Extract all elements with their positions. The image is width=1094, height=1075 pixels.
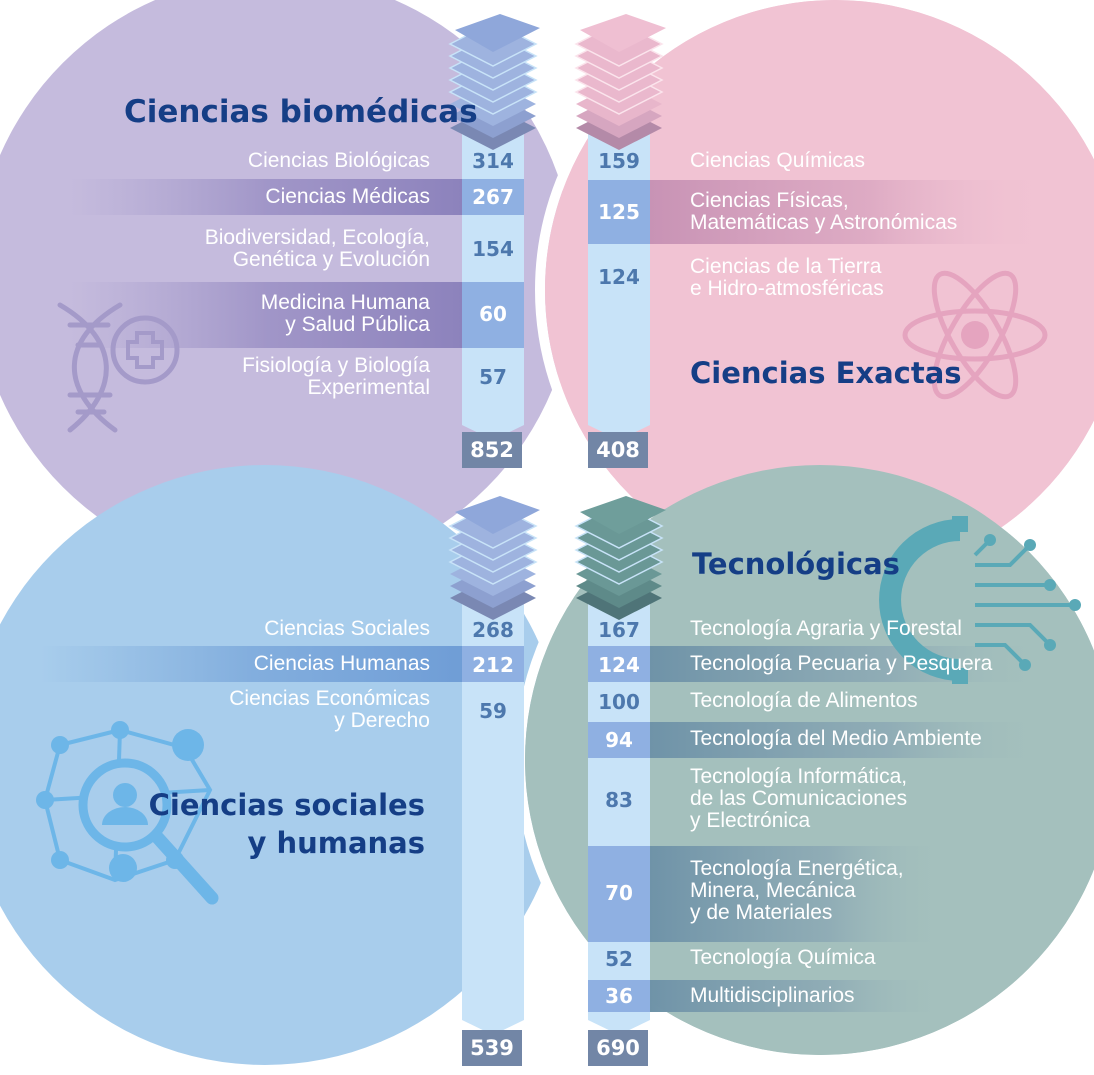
dna-plus-icon xyxy=(57,302,180,433)
band-energetica xyxy=(650,846,950,942)
tecnologicas-label-4: Tecnología Informática, de las Comunicac… xyxy=(690,765,908,832)
biomedicas-value-3: 60 xyxy=(479,302,507,326)
column-sociales xyxy=(462,590,524,1035)
biomedicas-value-4: 57 xyxy=(479,365,507,389)
sociales-title: Ciencias sociales y humanas xyxy=(148,788,425,860)
sociales-label-0: Ciencias Sociales xyxy=(264,617,430,640)
tecnologicas-label-3: Tecnología del Medio Ambiente xyxy=(690,727,982,750)
stack-sociales xyxy=(448,496,540,620)
stack-biomedicas xyxy=(448,14,540,150)
stack-tecnologicas xyxy=(574,496,666,620)
tecnologicas-label-2: Tecnología de Alimentos xyxy=(690,689,918,712)
tecnologicas-label-0: Tecnología Agraria y Forestal xyxy=(690,617,962,640)
sociales-total: 539 xyxy=(462,1030,522,1066)
band-pecuaria xyxy=(650,646,1050,682)
band-multidisc xyxy=(650,980,950,1012)
atom-icon xyxy=(902,270,1048,400)
biomedicas-label-3: Medicina Humana y Salud Pública xyxy=(260,291,430,336)
biomedicas-value-0: 314 xyxy=(472,149,514,173)
exactas-title: Ciencias Exactas xyxy=(690,356,962,390)
exactas-label-2: Ciencias de la Tierra e Hidro-atmosféric… xyxy=(690,255,884,300)
band-medioambiente xyxy=(650,722,1050,758)
biomedicas-label-0: Ciencias Biológicas xyxy=(247,149,430,172)
tecnologicas-value-2: 100 xyxy=(598,690,640,714)
gear-circuit-icon xyxy=(879,516,1081,684)
tecnologicas-value-4: 83 xyxy=(605,788,633,812)
biomedicas-title: Ciencias biomédicas xyxy=(124,94,478,130)
exactas-value-1: 125 xyxy=(598,200,640,224)
tecnologicas-label-5: Tecnología Energética, Minera, Mecánica … xyxy=(690,857,904,924)
band-medicas xyxy=(70,179,465,215)
stack-exactas xyxy=(574,14,666,150)
tecnologicas-value-3: 94 xyxy=(605,728,633,752)
tecnologicas-value-0: 167 xyxy=(598,618,640,642)
exactas-value-0: 159 xyxy=(598,149,640,173)
tecnologicas-label-6: Tecnología Química xyxy=(690,946,876,969)
sociales-value-0: 268 xyxy=(472,618,514,642)
tecnologicas-value-6: 52 xyxy=(605,947,633,971)
band-humanas xyxy=(40,646,465,682)
sociales-value-2: 59 xyxy=(479,699,507,723)
tecnologicas-value-5: 70 xyxy=(605,881,633,905)
sociales-value-1: 212 xyxy=(472,653,514,677)
exactas-value-2: 124 xyxy=(598,265,640,289)
biomedicas-value-1: 267 xyxy=(472,185,514,209)
tecnologicas-label-1: Tecnología Pecuaria y Pesquera xyxy=(690,652,993,675)
sociales-label-1: Ciencias Humanas xyxy=(253,652,430,675)
exactas-label-1: Ciencias Físicas, Matemáticas y Astronóm… xyxy=(690,189,958,234)
tecnologicas-total: 690 xyxy=(588,1030,648,1066)
sociales-label-2: Ciencias Económicas y Derecho xyxy=(229,687,430,732)
biomedicas-label-4: Fisiología y Biología Experimental xyxy=(242,354,430,399)
exactas-label-0: Ciencias Químicas xyxy=(690,149,866,172)
biomedicas-label-2: Biodiversidad, Ecología, Genética y Evol… xyxy=(204,226,430,271)
biomedicas-total: 852 xyxy=(462,432,522,468)
people-network-search-icon xyxy=(36,721,219,905)
tecnologicas-value-7: 36 xyxy=(605,984,633,1008)
biomedicas-label-1: Ciencias Médicas xyxy=(265,185,430,208)
exactas-total: 408 xyxy=(588,432,648,468)
tecnologicas-label-7: Multidisciplinarios xyxy=(690,984,855,1007)
band-fisicas xyxy=(650,180,1050,244)
tecnologicas-title: Tecnológicas xyxy=(692,547,900,581)
biomedicas-value-2: 154 xyxy=(472,237,514,261)
tecnologicas-value-1: 124 xyxy=(598,653,640,677)
sociales-circle xyxy=(0,465,565,1065)
